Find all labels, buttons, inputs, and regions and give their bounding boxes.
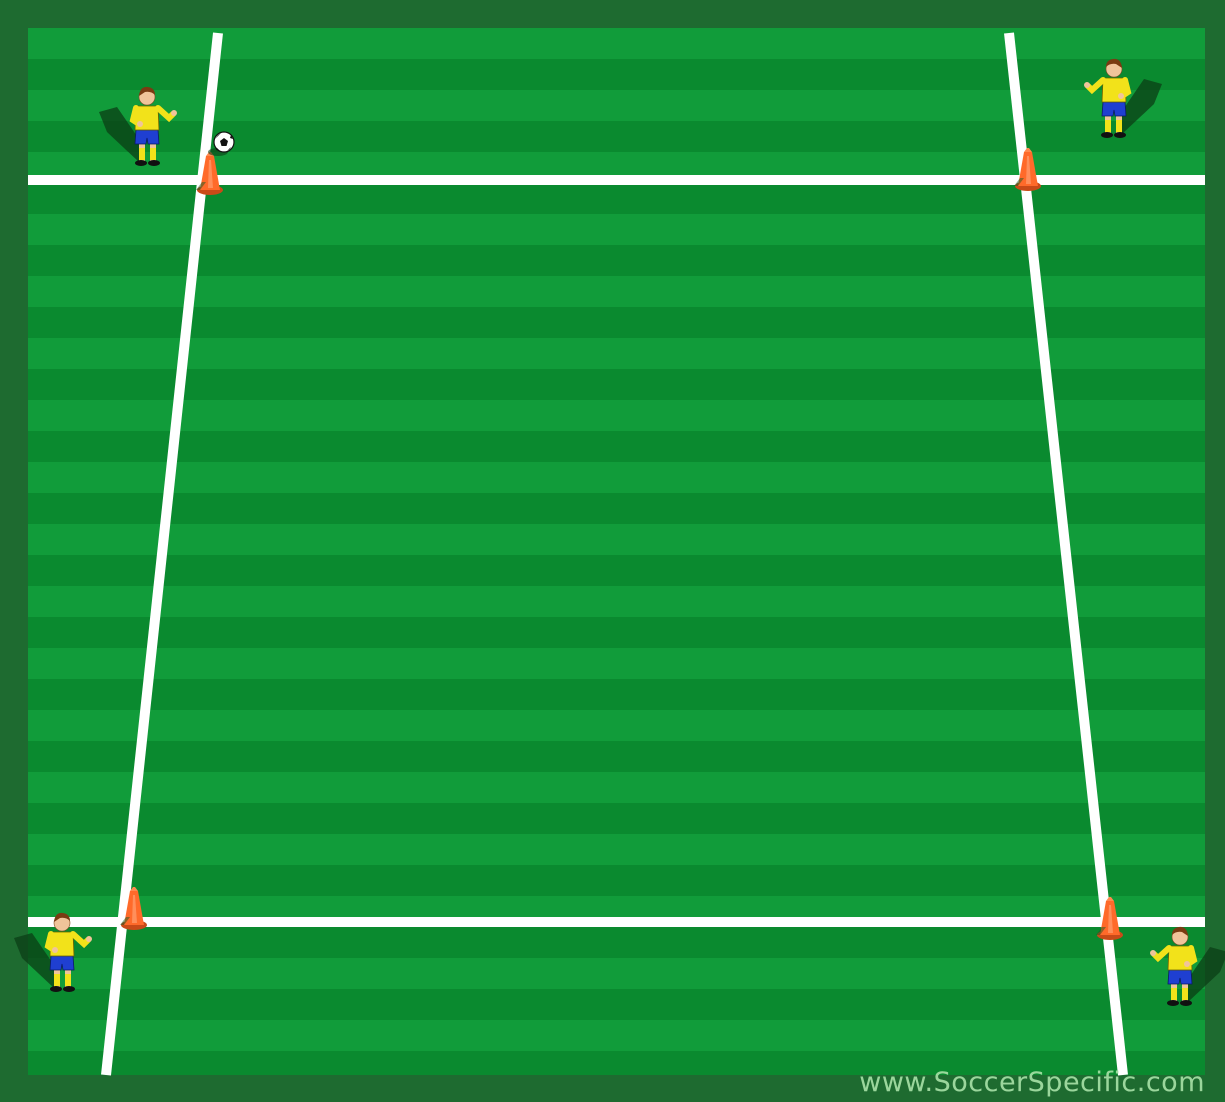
grass-stripe bbox=[28, 59, 1205, 90]
grass-stripe bbox=[28, 369, 1205, 400]
grass-stripe bbox=[28, 400, 1205, 431]
grass-stripe bbox=[28, 1020, 1205, 1051]
grass-stripe bbox=[28, 710, 1205, 741]
grass-stripe bbox=[28, 679, 1205, 710]
grass-stripe bbox=[28, 493, 1205, 524]
grass-stripe bbox=[28, 276, 1205, 307]
watermark-text: www.SoccerSpecific.com bbox=[859, 1067, 1205, 1098]
grass-stripe bbox=[28, 741, 1205, 772]
grass-stripe bbox=[28, 431, 1205, 462]
grass-stripe bbox=[28, 28, 1205, 59]
grass-stripe bbox=[28, 462, 1205, 493]
grass-stripe bbox=[28, 927, 1205, 958]
grass-stripe bbox=[28, 803, 1205, 834]
grass-stripe bbox=[28, 958, 1205, 989]
grass-stripe bbox=[28, 772, 1205, 803]
grass-stripe bbox=[28, 834, 1205, 865]
grass-stripe bbox=[28, 617, 1205, 648]
grass-stripe bbox=[28, 586, 1205, 617]
grass-stripe bbox=[28, 865, 1205, 896]
grass-stripe bbox=[28, 338, 1205, 369]
grass-stripe bbox=[28, 555, 1205, 586]
grass-stripe bbox=[28, 648, 1205, 679]
grass-stripe bbox=[28, 524, 1205, 555]
grass-stripe bbox=[28, 307, 1205, 338]
grass-stripe bbox=[28, 989, 1205, 1020]
